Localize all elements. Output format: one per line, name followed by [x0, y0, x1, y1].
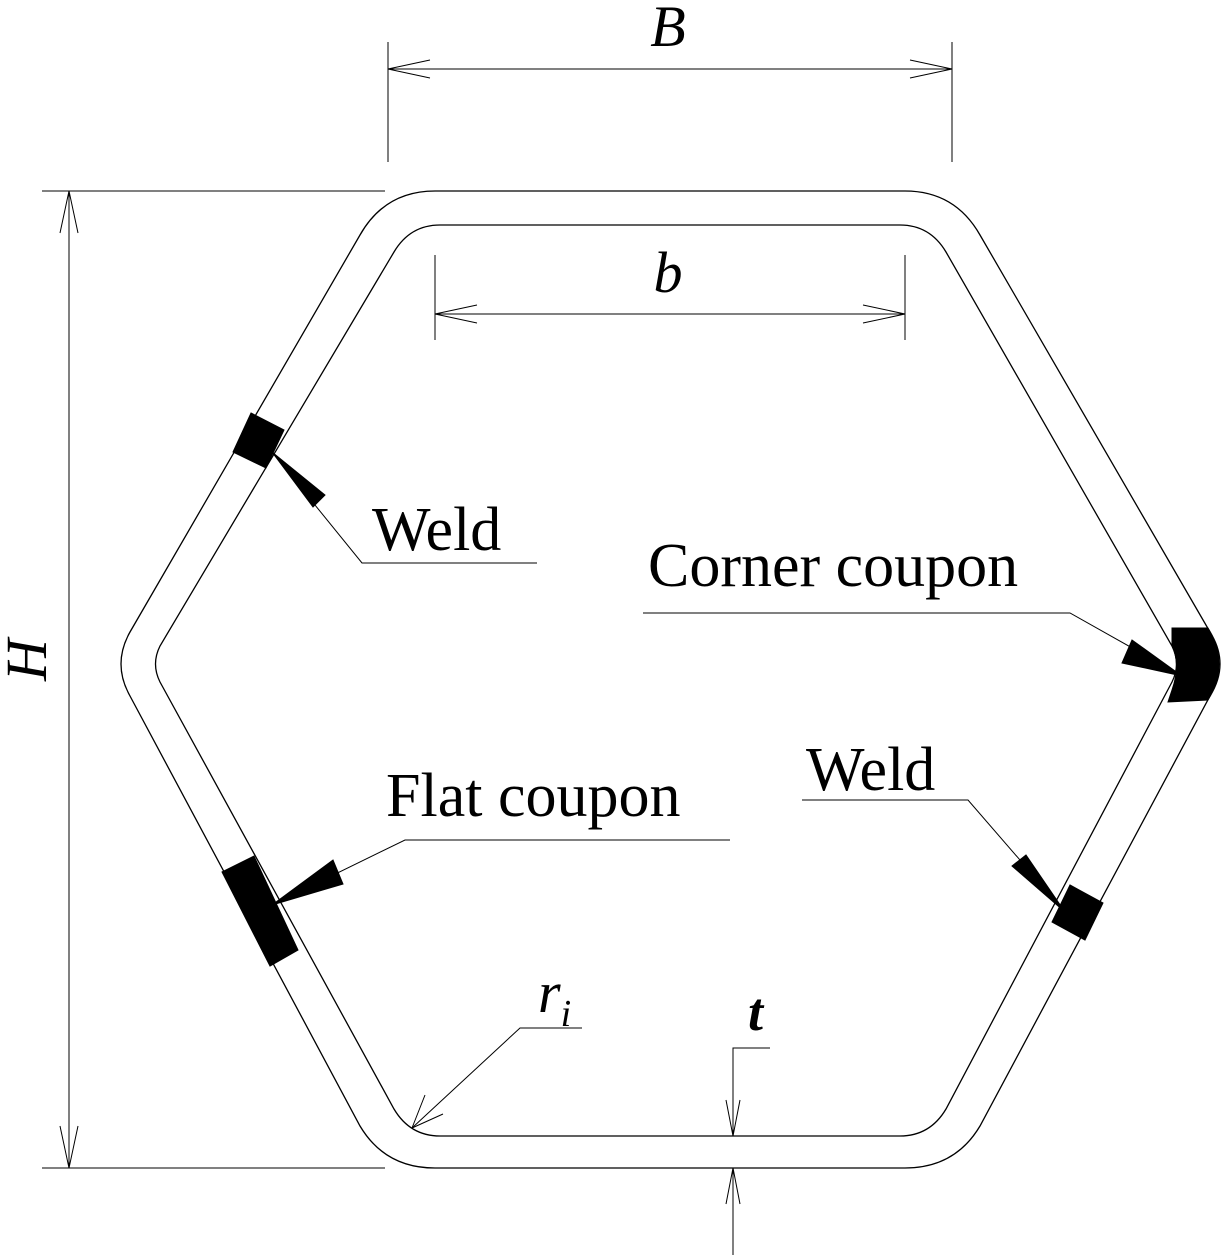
- weld-lower-right-label: Weld: [806, 736, 935, 804]
- weld-lower-right-arrowhead: [1011, 854, 1066, 913]
- dimension-b-label: b: [654, 240, 683, 305]
- weld-lower-right: Weld: [802, 736, 1104, 941]
- dimension-B-label: B: [650, 0, 685, 59]
- thickness-annotation: t: [725, 982, 770, 1255]
- inner-hexagon-outline: [154, 224, 1178, 1137]
- inner-radius-label: ri: [538, 960, 571, 1035]
- dimension-H: H: [0, 190, 385, 1169]
- corner-coupon-mark: [1167, 627, 1220, 703]
- dimension-B: B: [387, 0, 953, 162]
- corner-coupon: Corner coupon: [643, 532, 1220, 703]
- thickness-label: t: [748, 982, 765, 1042]
- dimension-b: b: [434, 240, 906, 340]
- flat-coupon-mark: [221, 855, 299, 967]
- outer-hexagon-outline: [120, 190, 1221, 1169]
- weld-upper-left: Weld: [232, 412, 537, 564]
- weld-upper-left-mark: [232, 412, 285, 469]
- weld-lower-right-mark: [1051, 884, 1104, 941]
- inner-radius-subscript: i: [561, 993, 572, 1035]
- flat-coupon: Flat coupon: [221, 762, 730, 967]
- inner-radius-annotation: ri: [411, 960, 582, 1129]
- weld-upper-left-arrowhead: [271, 451, 326, 508]
- flat-coupon-label: Flat coupon: [386, 762, 680, 830]
- corner-coupon-label: Corner coupon: [648, 532, 1018, 600]
- flat-coupon-arrowhead: [271, 859, 344, 906]
- weld-upper-left-label: Weld: [372, 496, 501, 564]
- dimension-H-label: H: [0, 636, 59, 682]
- corner-coupon-arrowhead: [1121, 639, 1183, 677]
